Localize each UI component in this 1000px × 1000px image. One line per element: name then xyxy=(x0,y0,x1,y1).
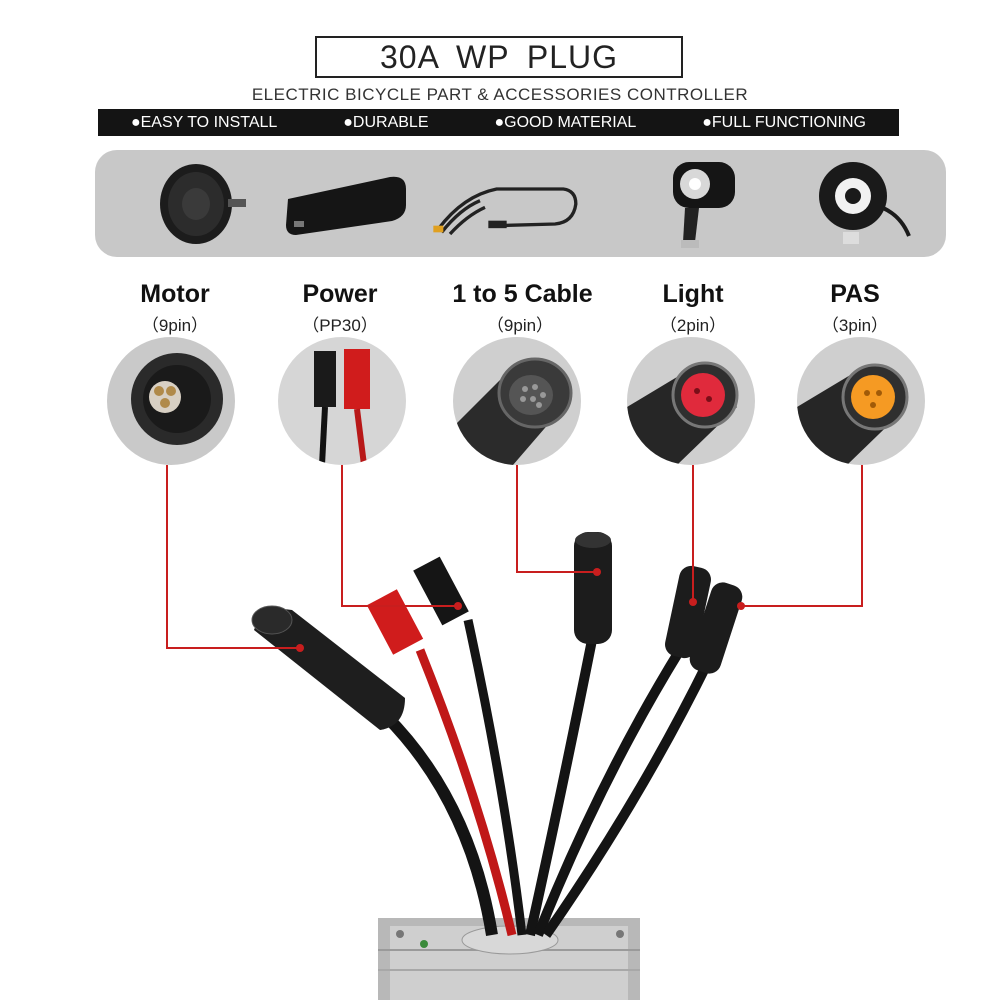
connector-pin-light: （2pin） xyxy=(659,316,727,335)
connector-label-pas: PAS xyxy=(830,280,880,308)
light-connector-photo xyxy=(627,337,755,465)
power-red-cable xyxy=(415,648,517,937)
leader-line-motor xyxy=(166,465,300,649)
motor-cable xyxy=(380,710,498,936)
headlight-icon xyxy=(625,150,775,257)
leader-line-cable xyxy=(516,465,597,573)
connector-label-cable: 1 to 5 Cable xyxy=(452,280,593,308)
feature-good-material: ●GOOD MATERIAL xyxy=(494,113,637,131)
pas-connector-photo xyxy=(797,337,925,465)
cable-1to5-plug xyxy=(574,532,612,644)
light-cable xyxy=(533,647,685,937)
feature-durable: ●DURABLE xyxy=(343,113,429,131)
battery-icon xyxy=(270,150,420,257)
cable-1to5 xyxy=(525,639,597,937)
page-subtitle: ELECTRIC BICYCLE PART & ACCESSORIES CONT… xyxy=(251,85,749,104)
connector-pin-pas: （3pin） xyxy=(821,316,889,335)
pas-sensor-icon xyxy=(785,150,935,257)
cable-connector-photo xyxy=(453,337,581,465)
product-strip xyxy=(95,150,946,257)
pas-cable xyxy=(541,659,713,938)
connector-pin-cable: （9pin） xyxy=(486,316,554,335)
connector-pin-motor: （9pin） xyxy=(141,316,209,335)
motor-connector-photo xyxy=(107,337,235,465)
connector-label-motor: Motor xyxy=(140,280,210,308)
power-black-cable xyxy=(463,619,527,936)
power-connector-photo xyxy=(278,337,406,465)
leader-line-pas xyxy=(741,465,863,607)
connector-pin-power: （PP30） xyxy=(302,316,378,335)
leader-line-power xyxy=(341,465,458,607)
feature-easy-install: ●EASY TO INSTALL xyxy=(130,113,278,131)
connector-label-power: Power xyxy=(302,280,378,308)
page-title: 30A WP PLUG xyxy=(315,36,683,78)
hub-motor-icon xyxy=(125,150,275,257)
connector-label-light: Light xyxy=(662,280,724,308)
feature-bar: ●EASY TO INSTALL ●DURABLE ●GOOD MATERIAL… xyxy=(98,109,899,136)
feature-full-functioning: ●FULL FUNCTIONING xyxy=(702,113,866,131)
cable-harness-icon xyxy=(430,150,580,257)
